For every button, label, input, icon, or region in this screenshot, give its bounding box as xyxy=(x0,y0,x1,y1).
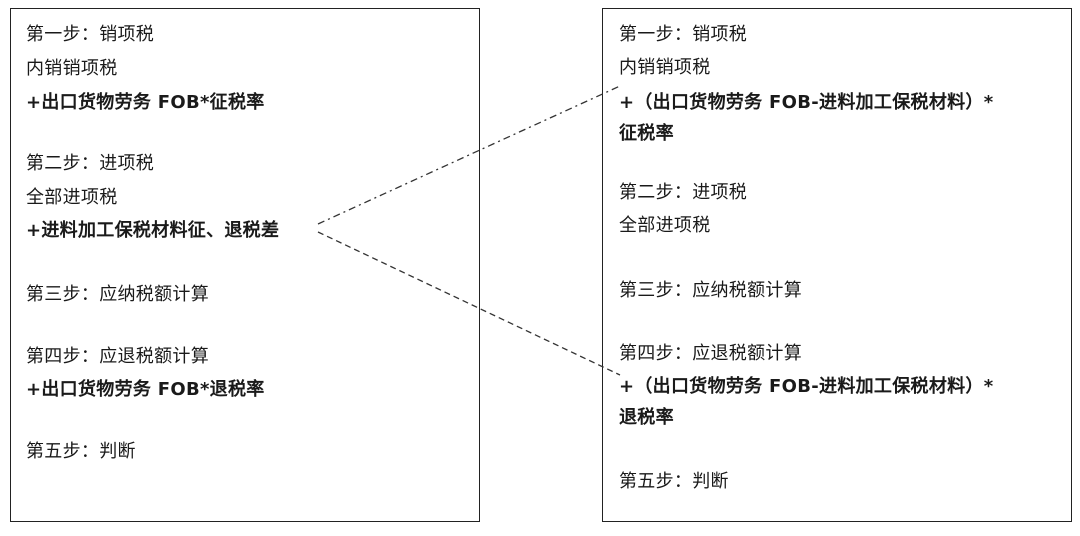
right-step1-line2b: 征税率 xyxy=(619,123,674,144)
right-panel: 第一步：销项税 内销销项税 +（出口货物劳务 FOB-进料加工保税材料）* 征税… xyxy=(602,8,1072,522)
right-step5-title: 第五步：判断 xyxy=(619,471,729,492)
left-step4-line1: +出口货物劳务 FOB*退税率 xyxy=(26,379,265,400)
left-step2-line1: 全部进项税 xyxy=(26,187,118,208)
right-step4-line1b: 退税率 xyxy=(619,407,674,428)
right-step4-title: 第四步：应退税额计算 xyxy=(619,343,802,364)
left-step5-title: 第五步：判断 xyxy=(26,441,136,462)
left-step2-line2: +进料加工保税材料征、退税差 xyxy=(26,220,280,241)
right-step4-line1a: +（出口货物劳务 FOB-进料加工保税材料）* xyxy=(619,376,994,397)
right-step2-title: 第二步：进项税 xyxy=(619,182,748,203)
left-step4-title: 第四步：应退税额计算 xyxy=(26,346,209,367)
right-step2-line1: 全部进项税 xyxy=(619,215,711,236)
left-step1-line2: +出口货物劳务 FOB*征税率 xyxy=(26,92,265,113)
left-panel: 第一步：销项税 内销销项税 +出口货物劳务 FOB*征税率 第二步：进项税 全部… xyxy=(10,8,480,522)
right-step3-title: 第三步：应纳税额计算 xyxy=(619,280,802,301)
left-step1-title: 第一步：销项税 xyxy=(26,24,155,45)
left-step1-line1: 内销销项税 xyxy=(26,58,118,79)
right-step1-line2a: +（出口货物劳务 FOB-进料加工保税材料）* xyxy=(619,92,994,113)
right-step1-line1: 内销销项税 xyxy=(619,57,711,78)
left-step3-title: 第三步：应纳税额计算 xyxy=(26,284,209,305)
left-step2-title: 第二步：进项税 xyxy=(26,153,155,174)
right-step1-title: 第一步：销项税 xyxy=(619,24,748,45)
